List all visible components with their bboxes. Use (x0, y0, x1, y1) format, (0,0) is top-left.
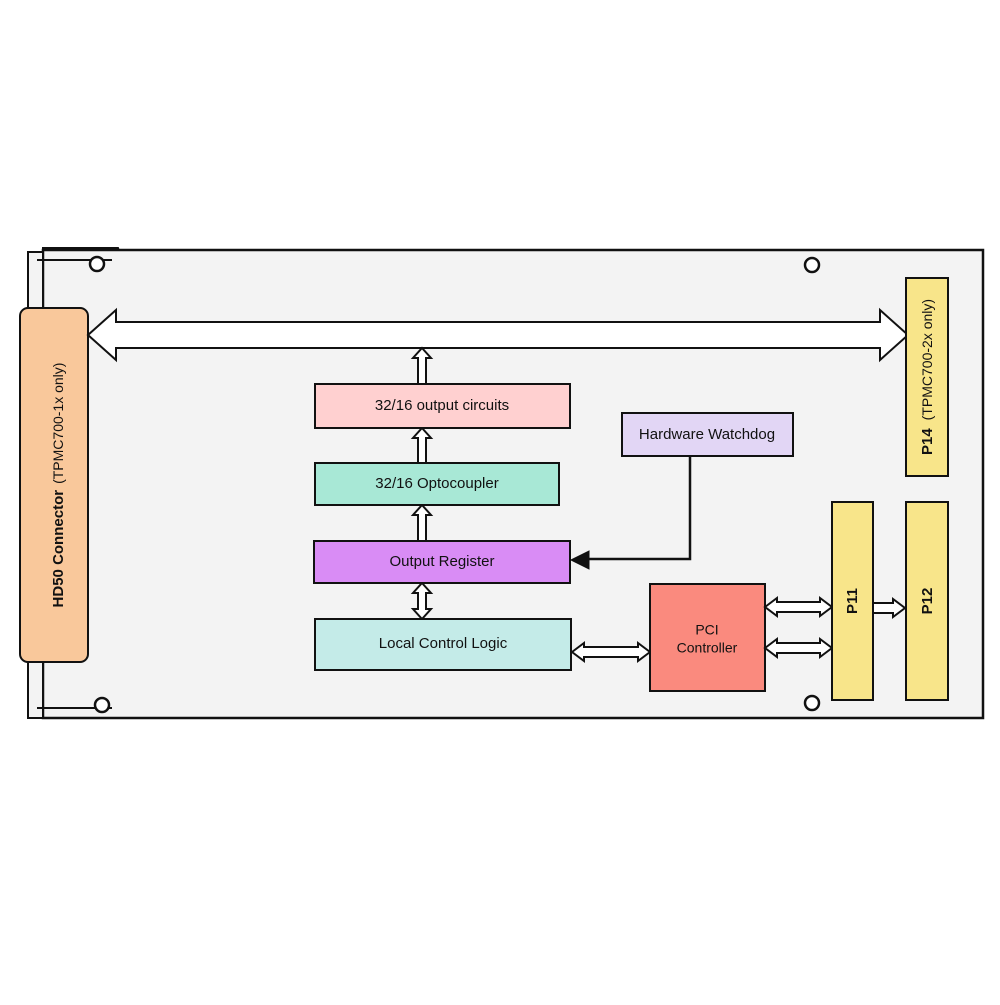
p12-connector (905, 501, 949, 701)
p11-label: P11 (844, 588, 861, 614)
mounting-hole-top-left (88, 255, 106, 273)
watchdog-to-register-line (586, 456, 692, 561)
pci-controller-label-line2: Controller (677, 640, 738, 656)
local-control-logic-label: Local Control Logic (379, 635, 508, 652)
mounting-hole-top-right (803, 256, 821, 274)
optocoupler-block (314, 462, 560, 506)
p11-connector (831, 501, 874, 701)
mounting-hole-bottom-right (803, 694, 821, 712)
hd50-connector-label: HD50 Connector(TPMC700-1x only) (50, 363, 67, 608)
hardware-watchdog-block (621, 412, 794, 457)
output-circuits-block (314, 383, 571, 429)
output-register-label: Output Register (389, 553, 494, 570)
output-circuits-label: 32/16 output circuits (375, 397, 509, 414)
p14-connector (905, 277, 949, 477)
mounting-hole-bottom-left (93, 696, 111, 714)
local-control-logic-block (314, 618, 572, 671)
pci-controller-label-line1: PCI (695, 622, 718, 638)
hardware-watchdog-label: Hardware Watchdog (639, 426, 775, 443)
hd50-connector (19, 307, 89, 663)
pci-controller-block (649, 583, 766, 692)
watchdog-arrowhead (569, 550, 590, 570)
output-register-block (313, 540, 571, 584)
optocoupler-label: 32/16 Optocoupler (375, 475, 498, 492)
p12-label: P12 (919, 588, 936, 615)
p14-label: P14(TPMC700-2x only) (919, 299, 936, 455)
arrow-p11-p12 (872, 597, 907, 619)
